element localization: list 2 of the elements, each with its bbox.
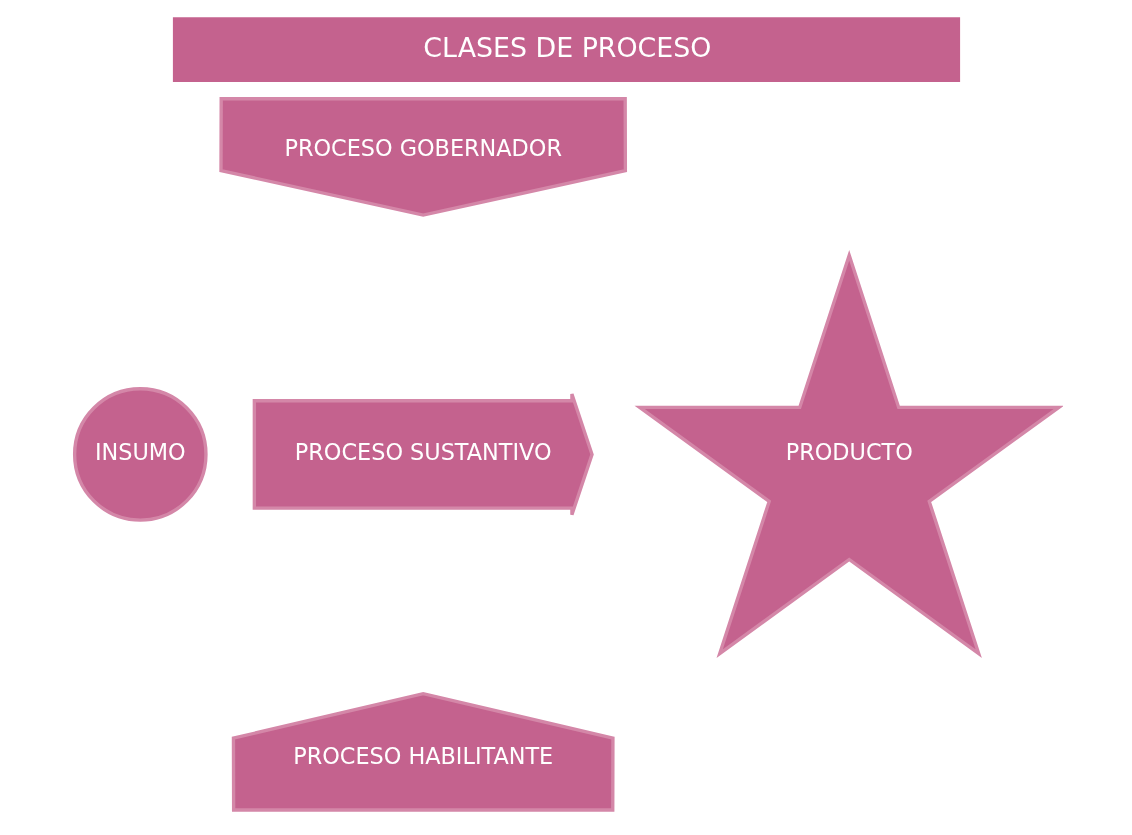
- node-circle: INSUMO: [72, 387, 208, 522]
- diagram-title: CLASES DE PROCESO: [422, 31, 711, 63]
